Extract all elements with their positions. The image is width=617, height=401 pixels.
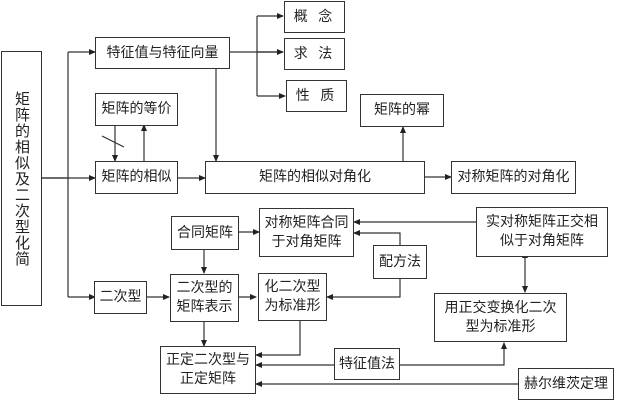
node-diagonalization: 矩阵的相似对角化 [205,161,425,194]
node-eigen-method-label: 特征值法 [339,355,395,372]
node-power: 矩阵的幂 [360,94,444,127]
node-hurwitz: 赫尔维茨定理 [518,368,614,400]
edge-canonical-positive [255,320,301,358]
node-diagonalization-label: 矩阵的相似对角化 [259,169,371,185]
node-orthogonal: 用正交变换化二次 型为标准形 [434,293,567,342]
edge-eigenmethod-orthogonal [400,342,507,366]
node-concept: 概 念 [284,1,345,33]
node-canonical-line1: 化二次型 [264,279,321,295]
node-matrix-repr-line1: 二次型的 [176,280,233,296]
node-real-symmetric-line1: 实对称矩阵正交相 [486,214,598,230]
root-node: 矩阵的相似及二次型化简 [1,51,42,306]
node-property: 性 质 [286,80,347,112]
node-equivalence-label: 矩阵的等价 [101,101,172,117]
node-equivalence: 矩阵的等价 [95,93,178,126]
node-hurwitz-label: 赫尔维茨定理 [524,375,608,392]
node-eigen-method: 特征值法 [334,348,400,380]
node-similar: 矩阵的相似 [95,161,178,194]
node-symmetric-diag-label: 对称矩阵的对角化 [457,169,570,185]
root-label: 矩阵的相似及二次型化简 [13,90,31,267]
edge-square-symcong [353,230,401,245]
node-symmetric-diag: 对称矩阵的对角化 [451,161,576,194]
node-sym-congruent: 对称矩阵合同 于对角矩阵 [259,208,354,257]
node-real-symmetric: 实对称矩阵正交相 似于对角矩阵 [476,207,608,257]
node-similar-label: 矩阵的相似 [101,169,172,185]
node-positive-definite-line1: 正定二次型与 [166,352,250,368]
not-symbol [101,135,125,148]
node-concept-label: 概 念 [293,8,336,25]
node-canonical-line2: 为标准形 [264,298,321,314]
node-property-label: 性 质 [295,87,338,104]
node-matrix-repr-line2: 矩阵表示 [176,299,233,315]
node-completing-square-label: 配方法 [379,253,421,270]
node-eigen: 特征值与特征向量 [95,37,230,69]
node-sym-congruent-line1: 对称矩阵合同 [264,214,349,231]
node-quadratic: 二次型 [94,281,147,314]
node-congruent: 合同矩阵 [171,216,239,250]
node-orthogonal-line2: 型为标准形 [465,318,536,335]
node-eigen-label: 特征值与特征向量 [106,44,219,61]
node-positive-definite-line2: 正定矩阵 [180,371,236,387]
node-congruent-label: 合同矩阵 [177,224,233,241]
node-quadratic-label: 二次型 [99,289,142,305]
node-positive-definite: 正定二次型与 正定矩阵 [160,346,256,394]
node-real-symmetric-line2: 似于对角矩阵 [500,233,584,249]
node-method: 求 法 [284,38,345,70]
node-sym-congruent-line2: 于对角矩阵 [271,233,342,250]
node-power-label: 矩阵的幂 [374,102,430,118]
node-method-label: 求 法 [293,45,336,62]
node-completing-square: 配方法 [373,245,427,279]
node-canonical: 化二次型 为标准形 [258,273,327,321]
node-orthogonal-line1: 用正交变换化二次 [444,299,557,316]
node-matrix-repr: 二次型的 矩阵表示 [170,274,239,322]
